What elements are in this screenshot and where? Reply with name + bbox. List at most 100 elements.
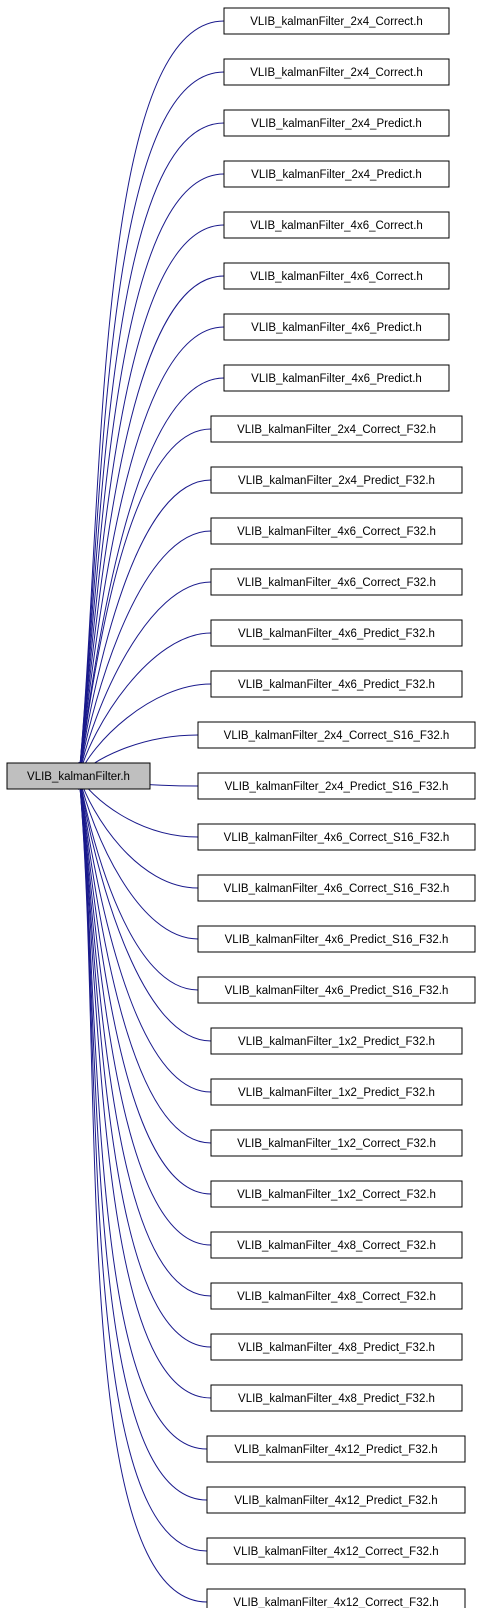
edge-29	[79, 776, 208, 1450]
node-27[interactable]: VLIB_kalmanFilter_4x8_Predict_F32.h	[210, 1333, 463, 1361]
node-label: VLIB_kalmanFilter_1x2_Correct_F32.h	[237, 1138, 436, 1150]
node-box	[210, 517, 463, 545]
node-14[interactable]: VLIB_kalmanFilter_4x6_Predict_F32.h	[210, 670, 463, 698]
node-box	[210, 1078, 463, 1106]
node-label: VLIB_kalmanFilter_4x6_Correct.h	[250, 271, 423, 283]
node-box	[210, 670, 463, 698]
node-box	[210, 1231, 463, 1259]
edge-27	[79, 776, 212, 1348]
node-label: VLIB_kalmanFilter_4x6_Correct_S16_F32.h	[224, 832, 450, 844]
edge-19	[79, 776, 199, 940]
node-23[interactable]: VLIB_kalmanFilter_1x2_Correct_F32.h	[210, 1129, 463, 1157]
node-31[interactable]: VLIB_kalmanFilter_4x12_Correct_F32.h	[206, 1537, 466, 1565]
nodes: VLIB_kalmanFilter_2x4_Correct.hVLIB_kalm…	[197, 7, 476, 1608]
node-label: VLIB_kalmanFilter_2x4_Predict_S16_F32.h	[225, 781, 449, 793]
node-label: VLIB_kalmanFilter_4x12_Predict_F32.h	[234, 1495, 437, 1507]
node-label: VLIB_kalmanFilter_2x4_Predict_F32.h	[238, 475, 435, 487]
node-label: VLIB_kalmanFilter_4x6_Predict_F32.h	[238, 679, 435, 691]
edge-26	[79, 776, 212, 1297]
node-label: VLIB_kalmanFilter_4x6_Predict_S16_F32.h	[225, 934, 449, 946]
edge-22	[79, 776, 212, 1093]
edge-24	[79, 776, 212, 1195]
node-5[interactable]: VLIB_kalmanFilter_4x6_Correct.h	[223, 211, 450, 239]
node-label: VLIB_kalmanFilter_2x4_Correct_S16_F32.h	[224, 730, 450, 742]
node-8[interactable]: VLIB_kalmanFilter_4x6_Predict.h	[223, 364, 450, 392]
node-13[interactable]: VLIB_kalmanFilter_4x6_Predict_F32.h	[210, 619, 463, 647]
node-label: VLIB_kalmanFilter_4x6_Correct.h	[250, 220, 423, 232]
node-16[interactable]: VLIB_kalmanFilter_2x4_Predict_S16_F32.h	[197, 772, 476, 800]
node-9[interactable]: VLIB_kalmanFilter_2x4_Correct_F32.h	[210, 415, 463, 443]
node-label: VLIB_kalmanFilter_4x6_Predict.h	[251, 322, 422, 334]
edge-3	[79, 122, 225, 776]
edge-20	[79, 776, 199, 991]
node-18[interactable]: VLIB_kalmanFilter_4x6_Correct_S16_F32.h	[197, 874, 476, 902]
edge-21	[79, 776, 212, 1042]
node-box	[206, 1435, 466, 1463]
node-box	[210, 1282, 463, 1310]
node-label: VLIB_kalmanFilter_1x2_Correct_F32.h	[237, 1189, 436, 1201]
edge-13	[79, 632, 212, 776]
node-label: VLIB_kalmanFilter_4x6_Predict_S16_F32.h	[225, 985, 449, 997]
node-25[interactable]: VLIB_kalmanFilter_4x8_Correct_F32.h	[210, 1231, 463, 1259]
node-label: VLIB_kalmanFilter_1x2_Predict_F32.h	[238, 1036, 435, 1048]
node-11[interactable]: VLIB_kalmanFilter_4x6_Correct_F32.h	[210, 517, 463, 545]
root-node-box	[6, 762, 151, 790]
node-1[interactable]: VLIB_kalmanFilter_2x4_Correct.h	[223, 7, 450, 35]
node-label: VLIB_kalmanFilter_1x2_Predict_F32.h	[238, 1087, 435, 1099]
node-label: VLIB_kalmanFilter_2x4_Correct_F32.h	[237, 424, 436, 436]
node-box	[197, 874, 476, 902]
edge-9	[79, 428, 212, 776]
edge-14	[79, 683, 212, 776]
node-box	[197, 721, 476, 749]
node-2[interactable]: VLIB_kalmanFilter_2x4_Correct.h	[223, 58, 450, 86]
edge-5	[79, 224, 225, 776]
root-node[interactable]: VLIB_kalmanFilter.h	[6, 762, 151, 790]
node-box	[210, 1384, 463, 1412]
node-24[interactable]: VLIB_kalmanFilter_1x2_Correct_F32.h	[210, 1180, 463, 1208]
node-26[interactable]: VLIB_kalmanFilter_4x8_Correct_F32.h	[210, 1282, 463, 1310]
node-19[interactable]: VLIB_kalmanFilter_4x6_Predict_S16_F32.h	[197, 925, 476, 953]
node-box	[210, 415, 463, 443]
edges	[79, 20, 225, 1603]
node-32[interactable]: VLIB_kalmanFilter_4x12_Correct_F32.h	[206, 1588, 466, 1608]
edge-23	[79, 776, 212, 1144]
node-21[interactable]: VLIB_kalmanFilter_1x2_Predict_F32.h	[210, 1027, 463, 1055]
node-box	[210, 619, 463, 647]
node-box	[197, 976, 476, 1004]
node-4[interactable]: VLIB_kalmanFilter_2x4_Predict.h	[223, 160, 450, 188]
edge-2	[79, 71, 225, 776]
edge-1	[79, 20, 225, 776]
node-22[interactable]: VLIB_kalmanFilter_1x2_Predict_F32.h	[210, 1078, 463, 1106]
node-15[interactable]: VLIB_kalmanFilter_2x4_Correct_S16_F32.h	[197, 721, 476, 749]
node-28[interactable]: VLIB_kalmanFilter_4x8_Predict_F32.h	[210, 1384, 463, 1412]
node-29[interactable]: VLIB_kalmanFilter_4x12_Predict_F32.h	[206, 1435, 466, 1463]
node-12[interactable]: VLIB_kalmanFilter_4x6_Correct_F32.h	[210, 568, 463, 596]
node-20[interactable]: VLIB_kalmanFilter_4x6_Predict_S16_F32.h	[197, 976, 476, 1004]
edge-18	[79, 776, 199, 889]
node-label: VLIB_kalmanFilter_4x12_Correct_F32.h	[233, 1597, 438, 1608]
node-30[interactable]: VLIB_kalmanFilter_4x12_Predict_F32.h	[206, 1486, 466, 1514]
node-box	[197, 823, 476, 851]
node-label: VLIB_kalmanFilter_4x8_Predict_F32.h	[238, 1393, 435, 1405]
node-label: VLIB_kalmanFilter_4x6_Predict_F32.h	[238, 628, 435, 640]
node-10[interactable]: VLIB_kalmanFilter_2x4_Predict_F32.h	[210, 466, 463, 494]
node-box	[197, 772, 476, 800]
node-label: VLIB_kalmanFilter_2x4_Correct.h	[250, 67, 423, 79]
edge-31	[79, 776, 208, 1552]
node-box	[210, 1129, 463, 1157]
node-7[interactable]: VLIB_kalmanFilter_4x6_Predict.h	[223, 313, 450, 341]
node-label: VLIB_kalmanFilter_2x4_Correct.h	[250, 16, 423, 28]
node-box	[197, 925, 476, 953]
node-17[interactable]: VLIB_kalmanFilter_4x6_Correct_S16_F32.h	[197, 823, 476, 851]
node-box	[223, 262, 450, 290]
edge-10	[79, 479, 212, 776]
node-box	[223, 211, 450, 239]
node-label: VLIB_kalmanFilter_4x8_Correct_F32.h	[237, 1291, 436, 1303]
node-box	[206, 1486, 466, 1514]
node-box	[210, 1027, 463, 1055]
node-6[interactable]: VLIB_kalmanFilter_4x6_Correct.h	[223, 262, 450, 290]
edge-25	[79, 776, 212, 1246]
node-label: VLIB_kalmanFilter_4x6_Correct_S16_F32.h	[224, 883, 450, 895]
node-box	[210, 1180, 463, 1208]
node-3[interactable]: VLIB_kalmanFilter_2x4_Predict.h	[223, 109, 450, 137]
